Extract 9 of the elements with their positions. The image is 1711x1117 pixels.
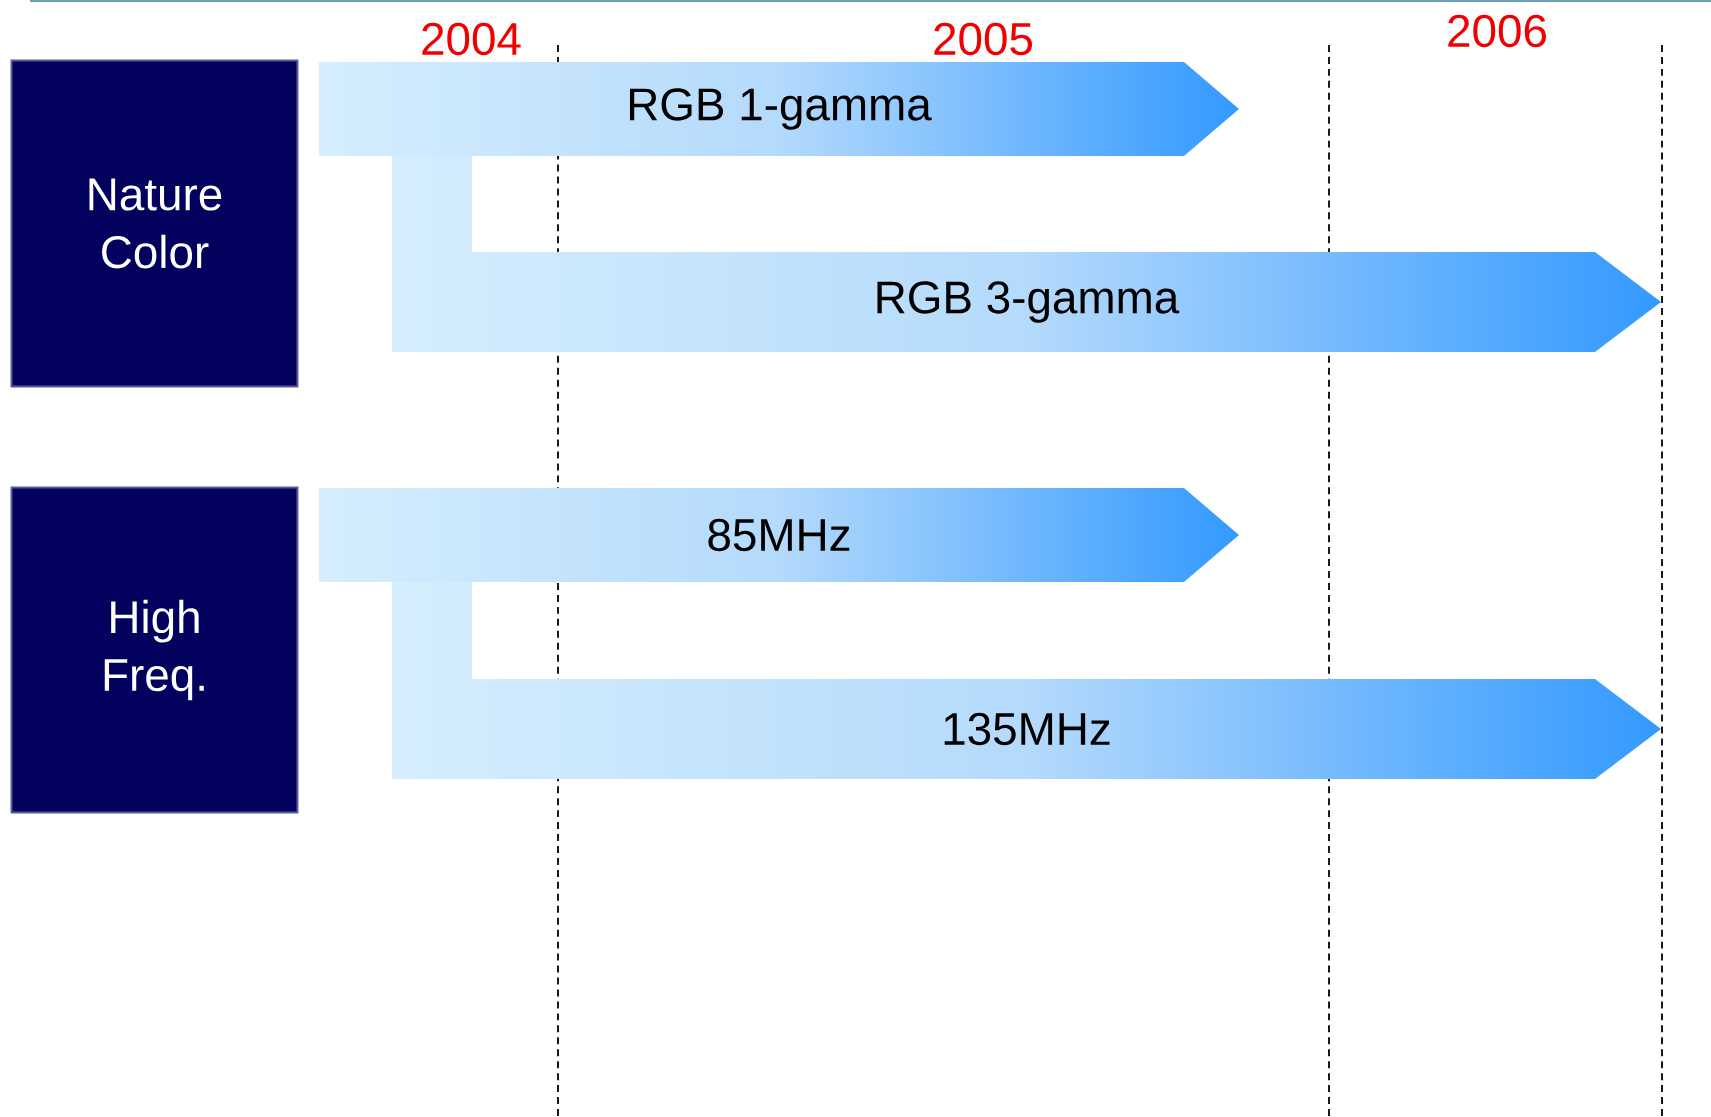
timeline-arrow: 85MHz bbox=[708, 518, 850, 552]
timeline-arrow: 135MHz bbox=[944, 712, 1110, 746]
category-box: High Freq. bbox=[10, 486, 299, 814]
year-label: 2004 bbox=[422, 22, 521, 56]
year-label: 2006 bbox=[1448, 14, 1546, 48]
timeline-arrow: RGB 3-gamma bbox=[877, 281, 1180, 323]
category-box: Nature Color bbox=[10, 59, 299, 388]
timeline-arrow: RGB 1-gamma bbox=[629, 88, 932, 130]
year-label: 2005 bbox=[934, 22, 1033, 56]
